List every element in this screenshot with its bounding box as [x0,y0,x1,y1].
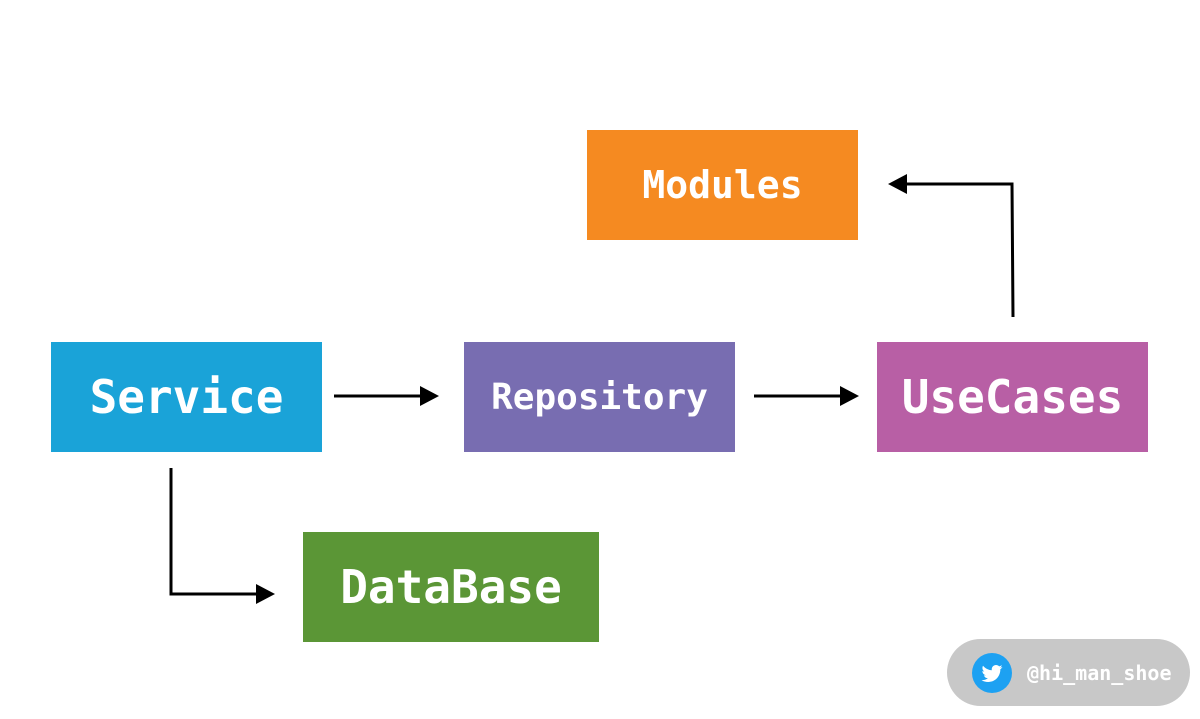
twitter-handle: @hi_man_shoe [1027,660,1172,685]
node-modules-label: Modules [642,163,803,207]
twitter-handle-badge[interactable]: @hi_man_shoe [947,639,1190,706]
node-repository: Repository [464,342,735,452]
arrowhead-usecases [840,386,859,406]
node-service-label: Service [89,370,284,424]
node-usecases: UseCases [877,342,1148,452]
node-repository-label: Repository [491,376,708,418]
node-database: DataBase [303,532,599,642]
node-service: Service [51,342,322,452]
node-modules: Modules [587,130,858,240]
edge-service-to-database [169,468,257,596]
arrowhead-modules [888,174,907,194]
node-database-label: DataBase [340,560,562,614]
twitter-bird-icon [972,652,1012,693]
arrowhead-database [256,584,275,604]
arrowhead-repository [420,386,439,406]
node-usecases-label: UseCases [901,370,1124,424]
edge-usecases-to-modules [906,182,1015,318]
